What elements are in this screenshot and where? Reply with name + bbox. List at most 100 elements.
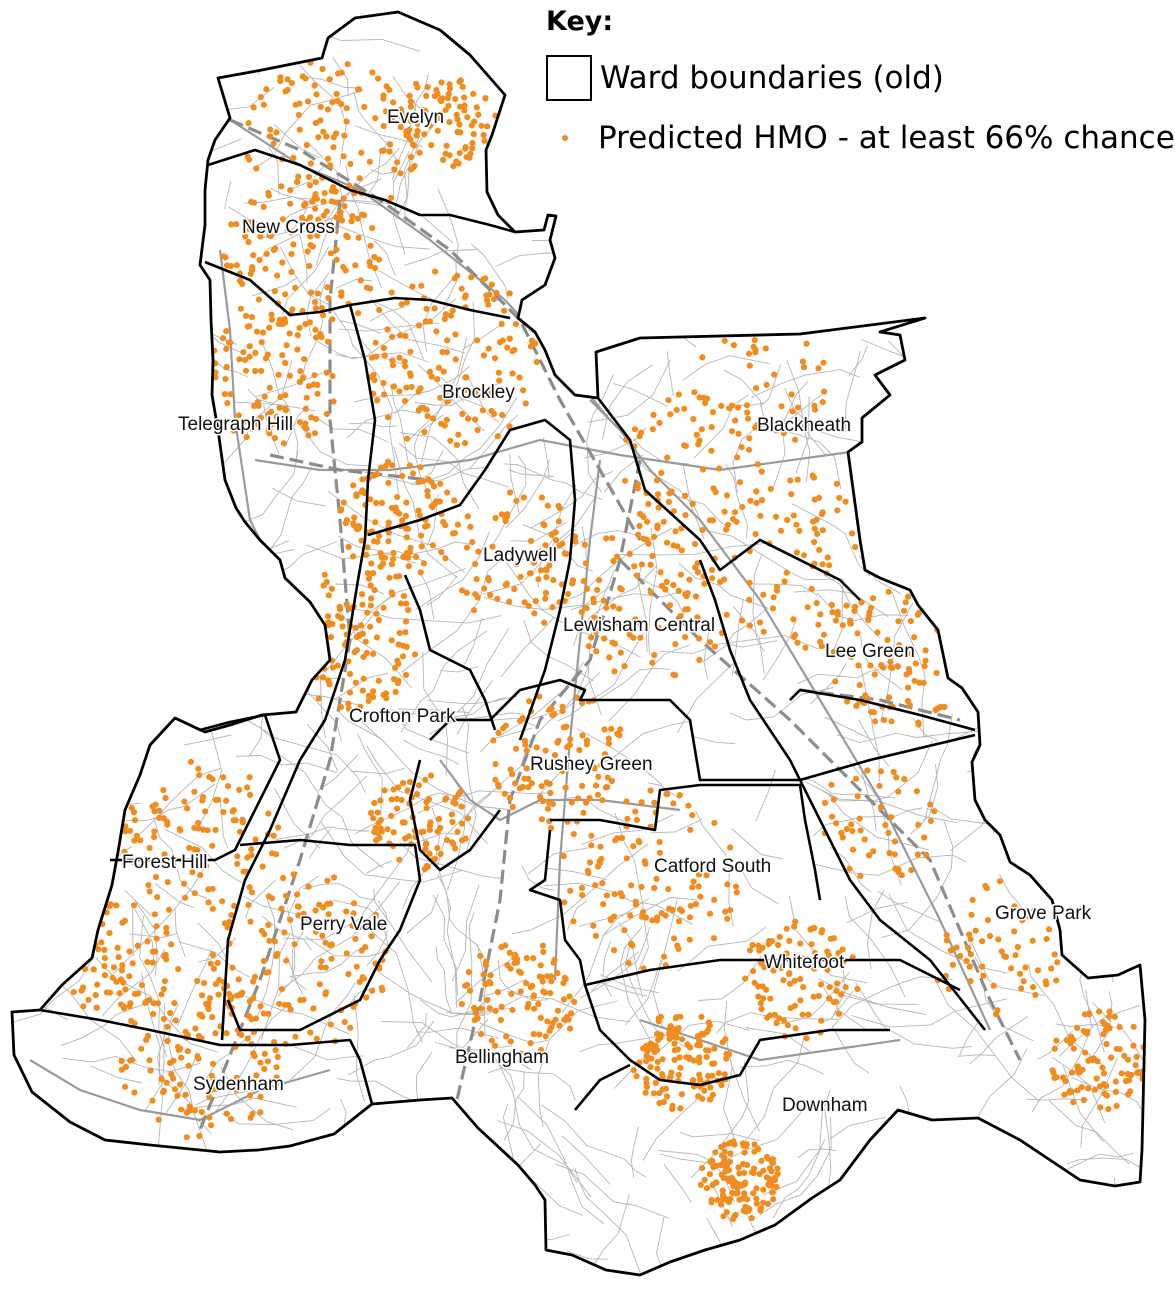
- hmo-point: [687, 826, 694, 834]
- hmo-point: [225, 339, 232, 346]
- hmo-point: [222, 375, 229, 382]
- hmo-point: [529, 982, 536, 989]
- hmo-point: [717, 1162, 724, 1169]
- hmo-point: [724, 521, 732, 529]
- hmo-point: [660, 953, 668, 960]
- hmo-point: [322, 939, 329, 946]
- hmo-point: [236, 356, 243, 363]
- hmo-point: [736, 1181, 744, 1188]
- hmo-point: [711, 896, 718, 903]
- hmo-point: [517, 1050, 524, 1057]
- hmo-point: [198, 1011, 205, 1019]
- hmo-point: [82, 966, 89, 973]
- hmo-point: [426, 368, 433, 375]
- hmo-point: [154, 894, 161, 901]
- hmo-point: [107, 901, 114, 908]
- hmo-point: [235, 412, 242, 419]
- hmo-point: [406, 778, 414, 786]
- hmo-point: [815, 621, 822, 628]
- hmo-point: [138, 982, 146, 989]
- hmo-point: [385, 479, 392, 486]
- hmo-point: [758, 1006, 765, 1013]
- hmo-point: [896, 642, 903, 649]
- hmo-point: [305, 98, 312, 105]
- hmo-point: [584, 867, 591, 875]
- hmo-point: [1084, 1030, 1091, 1037]
- hmo-point: [321, 920, 328, 928]
- hmo-point: [328, 198, 335, 205]
- hmo-point: [340, 195, 347, 202]
- hmo-point: [726, 1178, 733, 1185]
- hmo-point: [711, 643, 719, 650]
- hmo-point: [771, 371, 778, 378]
- hmo-point: [394, 805, 401, 812]
- hmo-point: [722, 1161, 729, 1168]
- hmo-point: [404, 435, 411, 442]
- hmo-point: [80, 984, 87, 991]
- hmo-point: [245, 120, 252, 127]
- hmo-point: [706, 639, 714, 646]
- hmo-point: [725, 1140, 733, 1147]
- hmo-point: [691, 540, 699, 548]
- hmo-point: [267, 126, 274, 133]
- hmo-point: [475, 548, 482, 555]
- hmo-point: [502, 581, 509, 589]
- hmo-point: [605, 735, 612, 742]
- hmo-point: [288, 79, 295, 87]
- hmo-point: [754, 461, 762, 468]
- hmo-point: [387, 194, 395, 201]
- hmo-point: [177, 1081, 184, 1088]
- hmo-point: [596, 577, 603, 584]
- hmo-point: [305, 432, 312, 439]
- hmo-point: [979, 938, 986, 945]
- hmo-point: [196, 1132, 203, 1140]
- hmo-point: [265, 921, 272, 929]
- hmo-point: [200, 794, 207, 801]
- hmo-point: [292, 1033, 299, 1040]
- hmo-point: [792, 436, 799, 443]
- hmo-point: [758, 497, 766, 504]
- hmo-point: [649, 426, 656, 433]
- hmo-point: [327, 634, 335, 641]
- hmo-point: [793, 521, 800, 528]
- hmo-point: [760, 1186, 767, 1193]
- hmo-point: [1074, 1024, 1081, 1031]
- hmo-point: [480, 971, 487, 978]
- hmo-point: [812, 406, 819, 413]
- hmo-point: [699, 354, 706, 361]
- hmo-point: [469, 139, 476, 146]
- hmo-point: [416, 149, 423, 156]
- hmo-point: [290, 154, 297, 161]
- hmo-point: [576, 747, 583, 754]
- hmo-point: [110, 964, 118, 971]
- hmo-point: [1100, 1081, 1108, 1088]
- hmo-point: [743, 1141, 750, 1148]
- hmo-point: [990, 982, 997, 989]
- hmo-point: [663, 578, 670, 586]
- hmo-point: [998, 948, 1005, 955]
- hmo-point: [381, 787, 388, 794]
- hmo-point: [376, 306, 383, 313]
- hmo-point: [212, 981, 219, 988]
- hmo-point: [871, 671, 878, 678]
- hmo-point: [674, 543, 681, 550]
- hmo-point: [724, 881, 731, 888]
- hmo-point: [424, 488, 431, 495]
- hmo-point: [308, 414, 315, 421]
- hmo-point: [770, 594, 777, 601]
- ward-boundary: [207, 148, 516, 234]
- hmo-point: [373, 634, 380, 641]
- hmo-point: [608, 621, 615, 628]
- hmo-point: [403, 550, 410, 557]
- hmo-point: [330, 398, 337, 405]
- hmo-point: [277, 393, 284, 401]
- hmo-point: [696, 394, 703, 401]
- hmo-point: [451, 497, 458, 504]
- hmo-point: [504, 344, 511, 351]
- hmo-point: [307, 233, 314, 240]
- hmo-point: [804, 604, 811, 611]
- hmo-point: [233, 1074, 240, 1081]
- hmo-point: [579, 782, 586, 790]
- hmo-point: [794, 639, 801, 646]
- ward-boundary: [583, 984, 890, 1087]
